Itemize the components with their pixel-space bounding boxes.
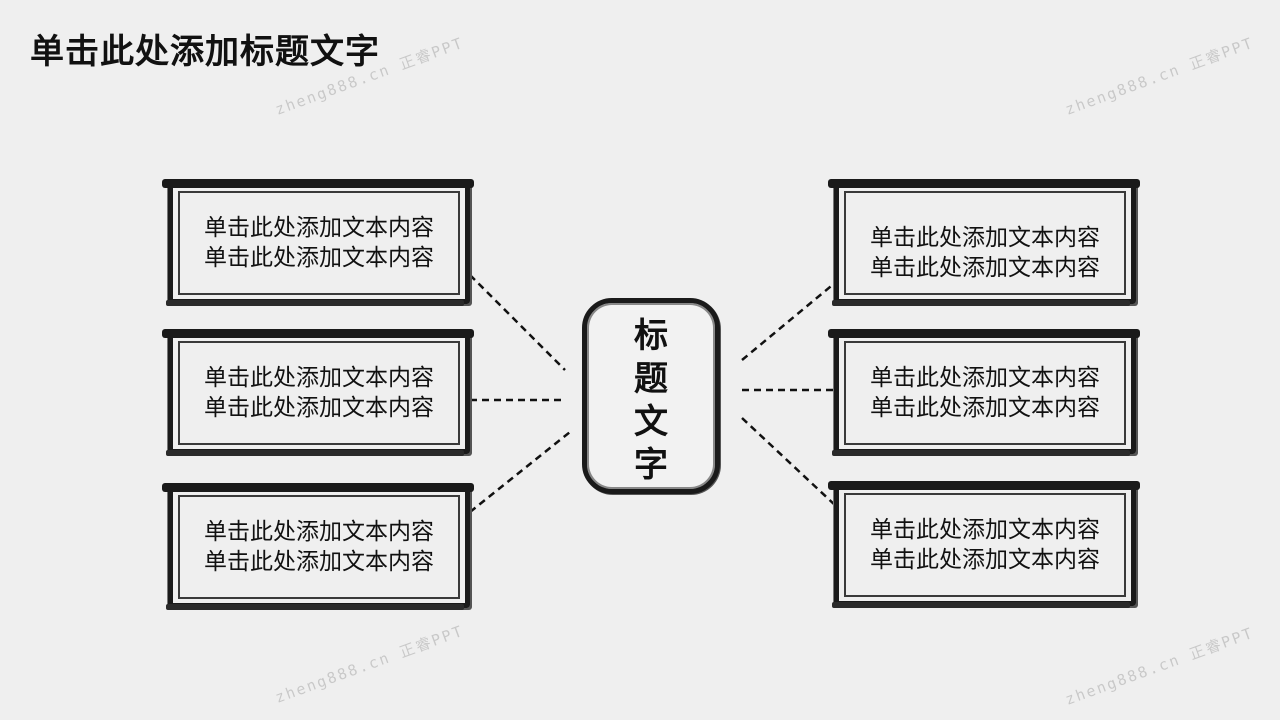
center-title-char: 文 xyxy=(634,402,668,442)
text-box-line: 单击此处添加文本内容 xyxy=(870,254,1100,281)
text-box-line: 单击此处添加文本内容 xyxy=(870,547,1100,573)
text-box-right-3[interactable]: 单击此处添加文本内容 单击此处添加文本内容 xyxy=(828,481,1140,608)
text-box-left-3[interactable]: 单击此处添加文本内容 单击此处添加文本内容 xyxy=(162,483,474,610)
text-box-right-2[interactable]: 单击此处添加文本内容 单击此处添加文本内容 xyxy=(828,329,1140,456)
text-box-left-1[interactable]: 单击此处添加文本内容 单击此处添加文本内容 xyxy=(162,179,474,306)
text-box-line: 单击此处添加文本内容 xyxy=(204,395,434,421)
text-box-line: 单击此处添加文本内容 xyxy=(204,549,434,575)
text-box-line: 单击此处添加文本内容 xyxy=(870,517,1100,543)
text-box-line: 单击此处添加文本内容 xyxy=(204,215,434,241)
text-box-right-1[interactable]: 单击此处添加文本内容 单击此处添加文本内容 xyxy=(828,179,1140,306)
connector-right-top xyxy=(741,281,837,361)
center-title-char: 字 xyxy=(634,445,668,485)
slide-title[interactable]: 单击此处添加标题文字 xyxy=(30,32,380,72)
text-box-line: 单击此处添加文本内容 xyxy=(870,224,1100,251)
text-box-line: 单击此处添加文本内容 xyxy=(204,519,434,545)
text-box-line: 单击此处添加文本内容 xyxy=(870,395,1100,421)
connector-left-top xyxy=(469,274,566,371)
center-title-node[interactable]: 标 题 文 字 xyxy=(582,298,720,494)
text-box-line: 单击此处添加文本内容 xyxy=(204,245,434,271)
text-box-line: 单击此处添加文本内容 xyxy=(870,365,1100,391)
center-title-char: 标 xyxy=(634,316,668,356)
text-box-left-2[interactable]: 单击此处添加文本内容 单击此处添加文本内容 xyxy=(162,329,474,456)
connector-left-bottom xyxy=(469,431,571,513)
center-title-char: 题 xyxy=(634,359,668,399)
connector-right-bottom xyxy=(741,417,837,507)
text-box-line: 单击此处添加文本内容 xyxy=(204,365,434,391)
